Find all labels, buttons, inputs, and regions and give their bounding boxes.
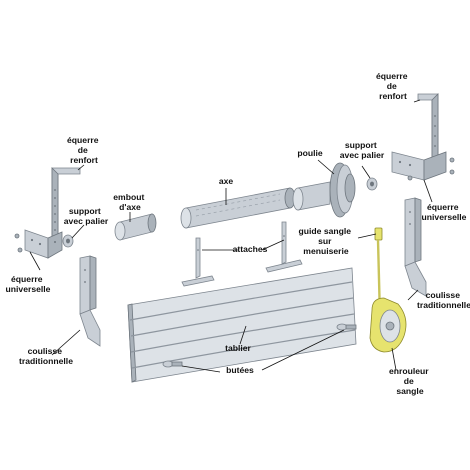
label-equerre-universelle-left: équerre universelle — [6, 274, 51, 294]
tablier-part — [127, 267, 357, 383]
label-attaches: attaches — [233, 244, 268, 254]
equerre-renfort-left-part — [51, 167, 81, 241]
enrouleur-part — [369, 227, 407, 353]
equerre-universelle-left-part — [14, 229, 63, 259]
label-support-palier-right: support avec palier — [340, 140, 385, 160]
leader-lines — [29, 99, 433, 373]
label-enrouleur: enrouleur de sangle — [389, 366, 431, 396]
label-poulie: poulie — [297, 148, 323, 158]
coulisse-left-part — [79, 255, 101, 347]
label-equerre-universelle-right: équerre universelle — [422, 202, 467, 222]
label-guide-sangle: guide sangle sur menuiserie — [299, 226, 354, 256]
embout-axe-part — [114, 213, 157, 241]
label-equerre-renfort-left: équerre de renfort — [67, 135, 101, 165]
axe-part — [180, 187, 296, 229]
butees-part — [162, 323, 357, 368]
equerre-right-part — [391, 93, 455, 181]
label-tablier: tablier — [225, 343, 251, 353]
coulisse-right-part — [404, 197, 427, 297]
attaches-part — [181, 221, 303, 287]
label-axe: axe — [219, 176, 234, 186]
support-palier-left-part — [62, 234, 74, 248]
support-palier-right-part — [366, 177, 378, 191]
label-coulisse-right: coulisse traditionnelle — [417, 290, 470, 310]
label-support-palier-left: support avec palier — [64, 206, 109, 226]
label-butees: butées — [226, 365, 254, 375]
poulie-part — [292, 162, 356, 218]
label-embout-axe: embout d'axe — [113, 192, 146, 212]
label-coulisse-left: coulisse traditionnelle — [19, 346, 73, 366]
label-equerre-renfort-right: équerre de renfort — [376, 71, 410, 101]
